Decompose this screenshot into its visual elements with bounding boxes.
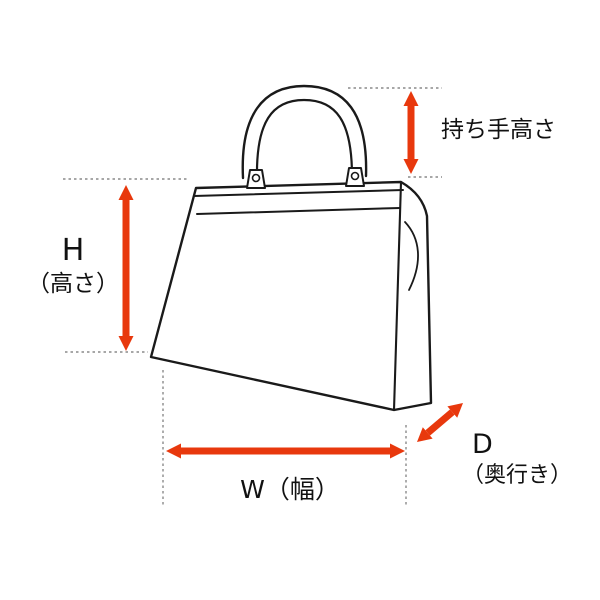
depth-name: （奥行き） xyxy=(462,462,573,488)
bag-illustration xyxy=(149,84,433,412)
depth-arrow xyxy=(417,403,463,442)
depth-label: D （奥行き） xyxy=(462,428,572,489)
height-label: H （高さ） xyxy=(14,232,132,298)
height-symbol: H xyxy=(61,233,85,268)
bag-body xyxy=(149,180,433,412)
guide-lines xyxy=(63,87,442,507)
bag-handle-inner xyxy=(255,98,354,180)
bag-handle-rivet-left xyxy=(251,173,261,183)
handle-height-arrow xyxy=(403,91,419,174)
bag-handle-outer xyxy=(241,84,368,180)
bag-handle-rivet-right xyxy=(350,171,360,181)
bag-flap-seam xyxy=(196,207,401,215)
width-label: W（幅） xyxy=(240,475,340,504)
handle-height-label: 持ち手高さ xyxy=(441,117,556,143)
bag-front-right-edge xyxy=(392,180,403,412)
height-arrow xyxy=(118,185,134,351)
depth-symbol: D xyxy=(472,429,493,460)
measurement-arrows xyxy=(118,91,463,459)
width-arrow xyxy=(166,443,405,459)
bag-frame-lower-edge xyxy=(193,189,404,197)
bag-gusset-crease xyxy=(404,221,419,291)
height-name: （高さ） xyxy=(27,270,119,297)
